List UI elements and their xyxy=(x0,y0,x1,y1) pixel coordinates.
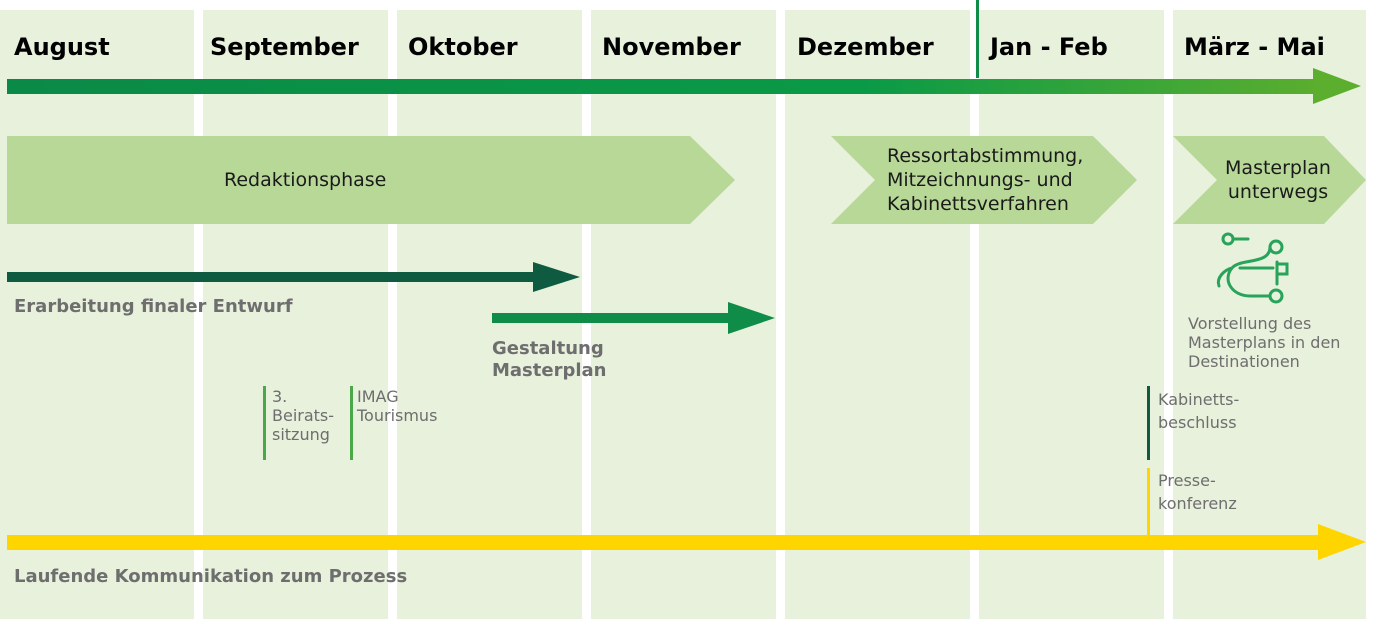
imag-line: Tourismus xyxy=(357,406,438,425)
beirat-line: Beirats- xyxy=(272,406,335,425)
timeline-arrow-shaft xyxy=(7,79,1327,94)
phase-masterplan-line: Masterplan xyxy=(1225,157,1331,179)
month-label: März - Mai xyxy=(1184,33,1325,61)
month-label: August xyxy=(14,33,110,61)
entwurf-label: Erarbeitung finaler Entwurf xyxy=(14,296,293,317)
month-column-maerz-mai xyxy=(1173,10,1366,619)
imag-note: IMAG Tourismus xyxy=(357,387,437,425)
entwurf-arrow-head xyxy=(533,262,580,292)
presse-note: Presse- konferenz xyxy=(1158,469,1237,515)
phase-masterplan-line: unterwegs xyxy=(1227,181,1329,203)
vorstellung-line: Masterplans in den xyxy=(1188,333,1341,352)
vorstellung-line: Vorstellung des xyxy=(1188,314,1312,333)
month-label: Oktober xyxy=(408,33,518,61)
kabinett-note: Kabinetts- beschluss xyxy=(1158,388,1239,434)
beirat-marker xyxy=(263,386,266,460)
gestaltung-line: Masterplan xyxy=(492,360,607,381)
gestaltung-arrow-shaft xyxy=(492,313,742,323)
gestaltung-label: Gestaltung Masterplan xyxy=(492,338,606,382)
month-label: Dezember xyxy=(797,33,934,61)
kabinett-marker xyxy=(1147,386,1150,460)
beirat-line: 3. xyxy=(272,387,288,406)
vorstellung-line: Destinationen xyxy=(1188,352,1300,371)
vorstellung-note: Vorstellung des Masterplans in den Desti… xyxy=(1188,314,1340,371)
kommunikation-label: Laufende Kommunikation zum Prozess xyxy=(14,566,408,587)
imag-marker xyxy=(350,386,353,460)
month-column-september xyxy=(203,10,388,619)
kabinett-line: beschluss xyxy=(1158,413,1237,432)
gestaltung-arrow-head xyxy=(728,302,775,334)
phase-ressort-shape xyxy=(831,136,1137,224)
month-label: Jan - Feb xyxy=(990,33,1108,61)
phase-masterplan-label: Masterplan unterwegs xyxy=(1215,156,1341,204)
entwurf-arrow-shaft xyxy=(7,272,547,282)
month-column-jan-feb xyxy=(979,10,1164,619)
presse-line: konferenz xyxy=(1158,494,1237,513)
beirat-line: sitzung xyxy=(272,425,330,444)
phase-redaktion-label: Redaktionsphase xyxy=(224,169,387,191)
today-marker xyxy=(976,0,979,78)
beirat-note: 3. Beirats- sitzung xyxy=(272,387,334,444)
month-column-dezember xyxy=(785,10,970,619)
month-column-august xyxy=(0,10,194,619)
month-label: September xyxy=(210,33,359,61)
timeline-arrow-head xyxy=(1313,68,1361,104)
kabinett-line: Kabinetts- xyxy=(1158,390,1240,409)
phase-ressort-line: Kabinettsverfahren xyxy=(887,193,1069,215)
month-label: November xyxy=(602,33,741,61)
phase-ressort-line: Mitzeichnungs- und xyxy=(887,169,1073,191)
phase-masterplan-shape xyxy=(1173,136,1366,224)
gestaltung-line: Gestaltung xyxy=(492,338,604,359)
imag-line: IMAG xyxy=(357,387,399,406)
presse-line: Presse- xyxy=(1158,471,1216,490)
presse-marker xyxy=(1147,468,1150,536)
phase-ressort-line: Ressortabstimmung, xyxy=(887,145,1084,167)
kommunikation-arrow-shaft xyxy=(7,535,1332,550)
route-icon xyxy=(1216,232,1289,304)
phase-ressort-label: Ressortabstimmung, Mitzeichnungs- und Ka… xyxy=(887,144,1083,216)
phase-redaktion-shape xyxy=(7,136,735,224)
kommunikation-arrow-head xyxy=(1318,524,1366,560)
